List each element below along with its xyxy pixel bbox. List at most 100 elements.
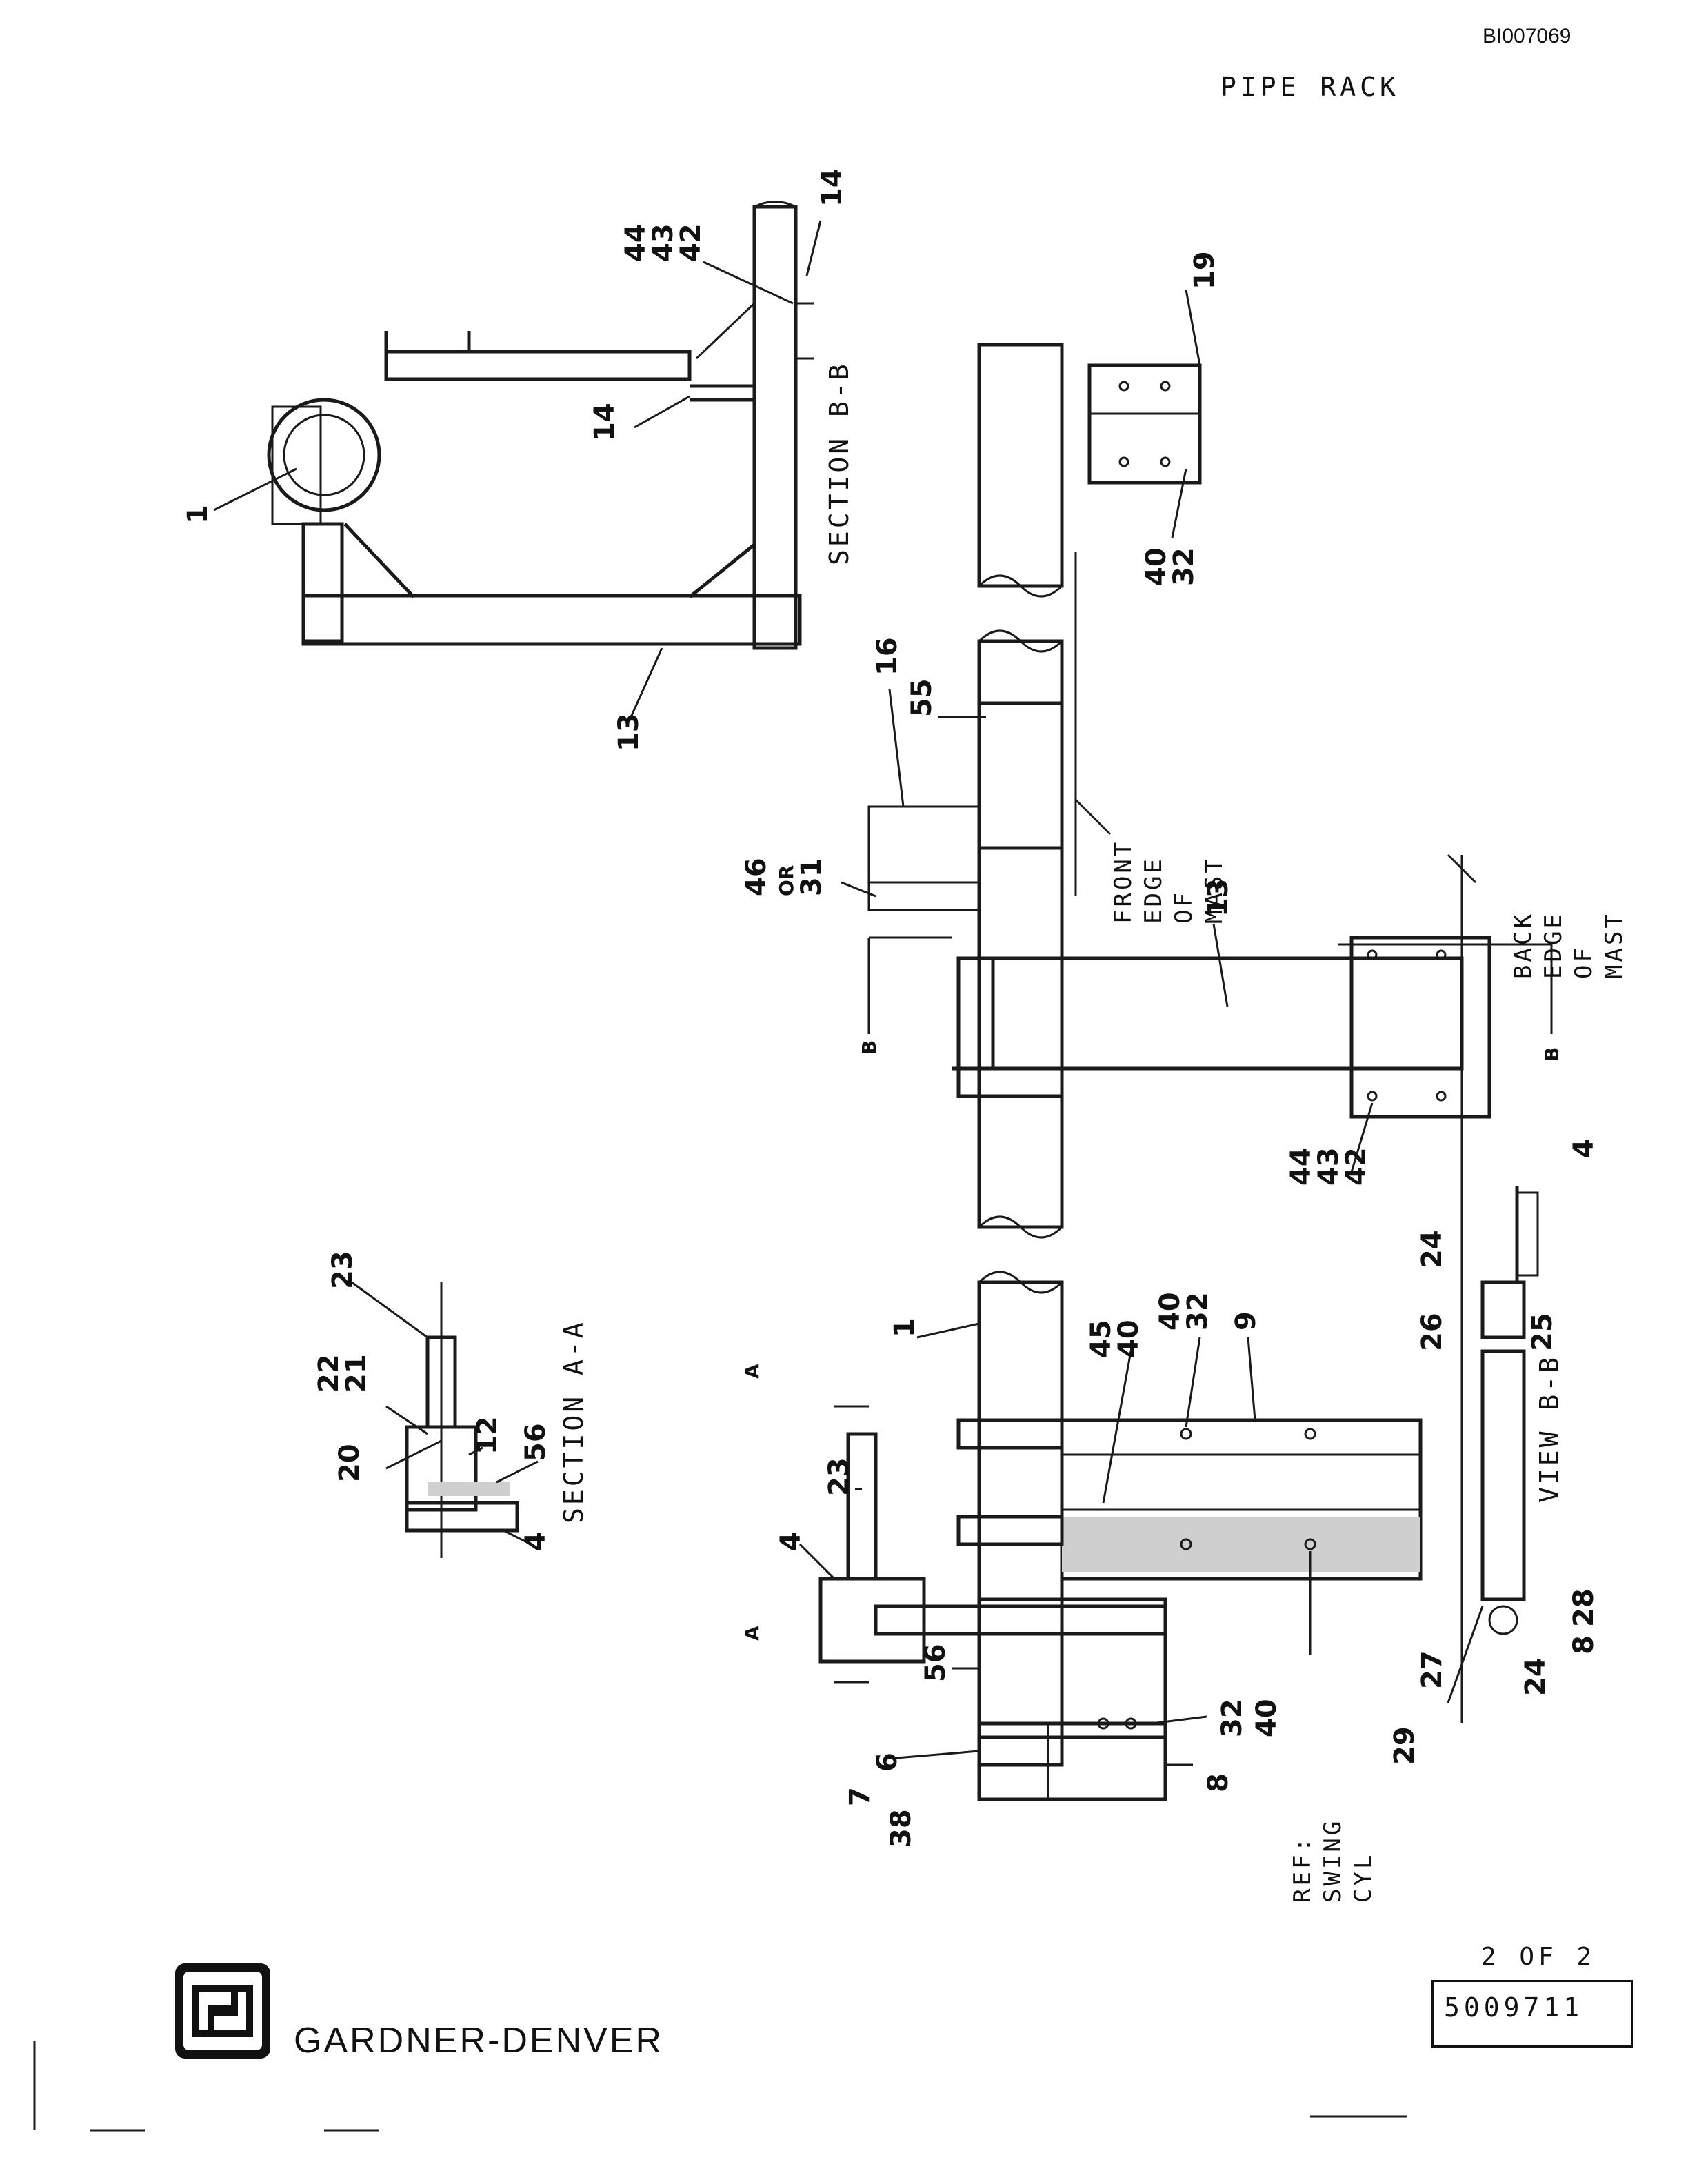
bolt — [1304, 1428, 1316, 1440]
callout-13: 13 — [1203, 878, 1234, 917]
callout-56: 56 — [520, 1423, 552, 1462]
bolt — [1367, 1091, 1378, 1102]
callout-25: 25 — [1527, 1313, 1558, 1351]
section-aa-label: SECTION A-A — [559, 1320, 589, 1524]
back-edge-line-3: OF — [1570, 945, 1598, 979]
callout-4: 4 — [520, 1532, 552, 1551]
callout-20: 20 — [334, 1444, 365, 1482]
section-bb-view: 1 13 14 44 43 42 14 SECTION B-B — [182, 168, 854, 751]
swing-cyl — [1062, 1517, 1420, 1572]
leader-56 — [496, 1460, 539, 1484]
leader-21-22 — [385, 1405, 428, 1435]
callout-42: 42 — [675, 223, 707, 262]
front-edge-line-1: FRONT — [1109, 840, 1137, 924]
leader-13b — [1212, 923, 1229, 1007]
leader-32 — [1185, 1337, 1201, 1428]
callout-32: 32 — [1182, 1292, 1214, 1331]
callout-4: 4 — [1568, 1139, 1600, 1158]
callout-43: 43 — [647, 223, 679, 262]
callout-1: 1 — [182, 505, 214, 524]
ref-line-1: REF: — [1289, 1835, 1316, 1903]
leader-14b — [805, 220, 822, 276]
callout-23: 23 — [327, 1251, 359, 1289]
callout-16: 16 — [872, 637, 903, 676]
rod-23 — [846, 1432, 878, 1581]
part-56 — [977, 1597, 1167, 1739]
pipe-segment-top — [977, 343, 1064, 588]
leader-32-40 — [1151, 1715, 1207, 1725]
brand-name: GARDNER-DENVER — [294, 2021, 664, 2061]
front-edge-note: FRONT EDGE OF MAST — [1109, 840, 1228, 924]
callout-27: 27 — [1416, 1650, 1448, 1689]
lower-assembly-view: 1 45 40 40 32 9 23 4 56 6 7 38 32 40 8 A… — [741, 1139, 1600, 1903]
mount-plate — [1349, 936, 1491, 1119]
or-label: OR — [775, 865, 798, 896]
plate-19 — [1087, 363, 1202, 485]
pipe-segment-mid — [977, 639, 1064, 1229]
pipe-break — [978, 574, 1063, 598]
bracket-arm — [384, 350, 692, 381]
callout-23: 23 — [823, 1457, 855, 1496]
shim-56 — [428, 1482, 510, 1496]
rack-member-13 — [301, 594, 802, 646]
section-marker-b: B — [858, 1040, 881, 1055]
leader-13 — [630, 647, 663, 718]
bolt — [1160, 381, 1171, 392]
bolt — [1118, 381, 1129, 392]
bolt — [1097, 1717, 1109, 1730]
mast-post — [752, 205, 798, 650]
callout-38: 38 — [885, 1809, 917, 1848]
drawing-number-box — [1431, 1980, 1633, 2048]
leader-42-44 — [703, 261, 794, 305]
pipe-clamp-circle — [267, 398, 381, 512]
callout-44: 44 — [1285, 1147, 1317, 1186]
drawing-title: PIPE RACK — [1220, 72, 1400, 102]
callout-1: 1 — [889, 1318, 921, 1337]
bolt — [1304, 1538, 1316, 1550]
callout-14: 14 — [589, 403, 621, 441]
callout-29: 29 — [1389, 1726, 1420, 1765]
pipe-1 — [977, 1280, 1064, 1767]
ref-line-3: CYL — [1349, 1852, 1377, 1903]
callout-4: 4 — [775, 1532, 807, 1551]
clamp-lower — [977, 846, 1064, 960]
callout-42: 42 — [1340, 1147, 1372, 1186]
back-edge-line-1: BACK — [1509, 911, 1537, 979]
brace-lower — [688, 543, 756, 598]
callout-45: 45 — [1085, 1320, 1117, 1358]
leader-front — [1074, 798, 1112, 836]
leader-4 — [503, 1529, 532, 1546]
callout-22: 22 — [313, 1354, 345, 1393]
leader-14a — [634, 395, 690, 429]
callout-44: 44 — [620, 223, 652, 262]
callout-14: 14 — [816, 168, 848, 207]
bolt — [1367, 949, 1378, 960]
bolt — [1125, 1717, 1137, 1730]
ref-line-2: SWING — [1319, 1819, 1347, 1903]
leader-19 — [1185, 289, 1201, 366]
part-46 — [867, 881, 981, 911]
post-break — [754, 201, 796, 208]
back-edge-line-4: MAST — [1600, 911, 1628, 979]
leader-12 — [468, 1446, 483, 1456]
section-marker-b: B — [1540, 1047, 1563, 1062]
leader-1 — [916, 1322, 980, 1339]
bracket-4 — [1516, 1191, 1539, 1277]
brace-upper — [343, 523, 415, 598]
callout-12: 12 — [472, 1416, 503, 1455]
leader-back — [1447, 853, 1477, 884]
callout-6: 6 — [872, 1752, 903, 1772]
callout-40: 40 — [1141, 547, 1172, 586]
callout-28: 28 — [1568, 1588, 1600, 1627]
part-6 — [978, 1722, 1049, 1801]
clamp-55 — [977, 701, 1064, 850]
clevis-24 — [1480, 1280, 1526, 1339]
back-edge-line-2: EDGE — [1540, 911, 1567, 979]
leader-6 — [896, 1750, 980, 1759]
callout-13: 13 — [613, 713, 645, 751]
part-4 — [818, 1577, 926, 1664]
gusset — [695, 302, 756, 360]
part-16 — [867, 805, 981, 884]
callout-8: 8 — [1203, 1773, 1234, 1792]
section-aa-view: 23 22 21 20 12 56 4 SECTION A-A — [313, 1251, 589, 1558]
